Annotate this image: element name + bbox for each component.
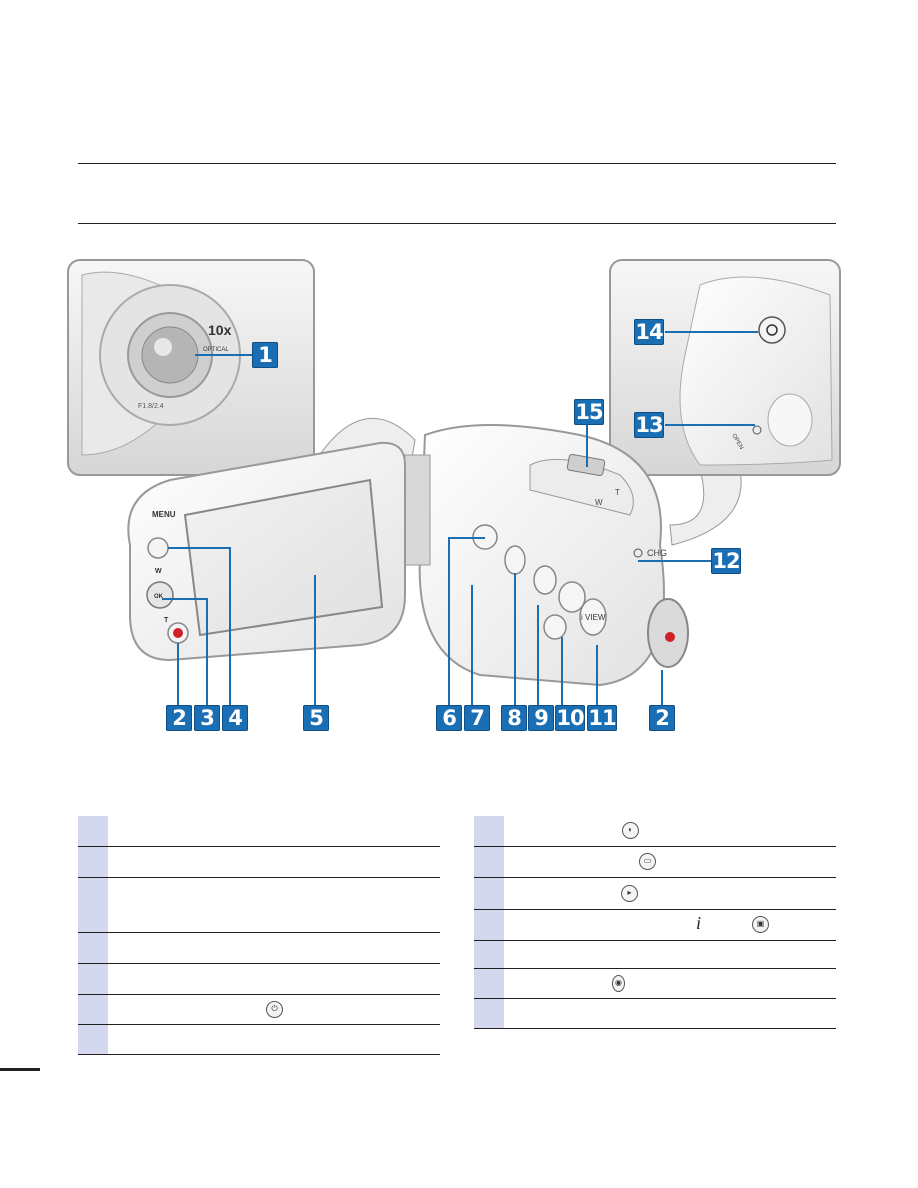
left-parts-table: ⏻ (78, 816, 440, 1055)
callout-4: 4 (222, 705, 248, 731)
right-inset: OPEN (609, 259, 841, 476)
zoom-t-text: T (164, 617, 169, 624)
callout-15: 15 (574, 399, 604, 425)
callout-3: 3 (194, 705, 220, 731)
left-inset: 10x OPTICAL F1.8/2.4 (67, 259, 315, 476)
callout-9: 9 (528, 705, 554, 731)
table-row: ▭ (474, 847, 836, 878)
callout-7: 7 (464, 705, 490, 731)
mode-icon: ▭ (639, 853, 656, 870)
menu-text: MENU (152, 510, 176, 519)
dial-t-text: T (615, 488, 620, 497)
zoom-w-text: W (155, 568, 162, 575)
iview-text: i VIEW (581, 613, 606, 622)
photo-icon: ◉ (612, 975, 625, 992)
callout-2-left: 2 (166, 705, 192, 731)
callout-12: 12 (711, 548, 741, 574)
callout-10: 10 (555, 705, 585, 731)
top-rule (78, 163, 836, 164)
power-icon: ⏻ (266, 1001, 283, 1018)
lcd-hinge (404, 454, 431, 566)
callout-5: 5 (303, 705, 329, 731)
table-row (78, 816, 440, 847)
table-row (78, 933, 440, 964)
callout-13: 13 (634, 412, 664, 438)
table-row: ▸ (474, 878, 836, 910)
table-row (78, 964, 440, 995)
ok-text: OK (154, 594, 164, 600)
i-letter: i (696, 913, 702, 933)
right-parts-table: ◐ ▭ ▸ i ▣ ◉ (474, 816, 836, 1029)
table-row (78, 847, 440, 878)
camcorder-diagram: 10x OPTICAL F1.8/2.4 OPEN T W CHG i VIEW (67, 259, 841, 705)
table-row (78, 878, 440, 933)
smart-btn-icon: ▣ (752, 916, 769, 933)
dial-w-text: W (595, 498, 603, 507)
table-row: ⏻ (78, 995, 440, 1025)
table-row (474, 999, 836, 1029)
lens-aperture-text: F1.8/2.4 (138, 403, 164, 410)
table-row: i ▣ (474, 910, 836, 941)
callout-8: 8 (501, 705, 527, 731)
table-row (474, 941, 836, 969)
chg-text: CHG (647, 548, 667, 558)
table-row: ◐ (474, 816, 836, 847)
lens-zoom-text: 10x (208, 322, 232, 338)
table-row (78, 1025, 440, 1055)
callout-6: 6 (436, 705, 462, 731)
play-icon: ▸ (621, 885, 638, 902)
smart-auto-icon: ◐ (622, 822, 639, 839)
leader-lines (162, 331, 758, 705)
camcorder-body: T W CHG i VIEW (418, 424, 689, 687)
callout-1: 1 (252, 342, 278, 368)
header-rule (78, 223, 836, 224)
lcd-panel: MENU W OK T (127, 441, 406, 662)
callout-14: 14 (634, 319, 664, 345)
right-inset-connector (669, 469, 742, 546)
callout-11: 11 (587, 705, 617, 731)
callout-2-right: 2 (649, 705, 675, 731)
table-row: ◉ (474, 969, 836, 999)
page-number-rule (0, 1068, 40, 1071)
lens-optical-text: OPTICAL (203, 347, 229, 353)
